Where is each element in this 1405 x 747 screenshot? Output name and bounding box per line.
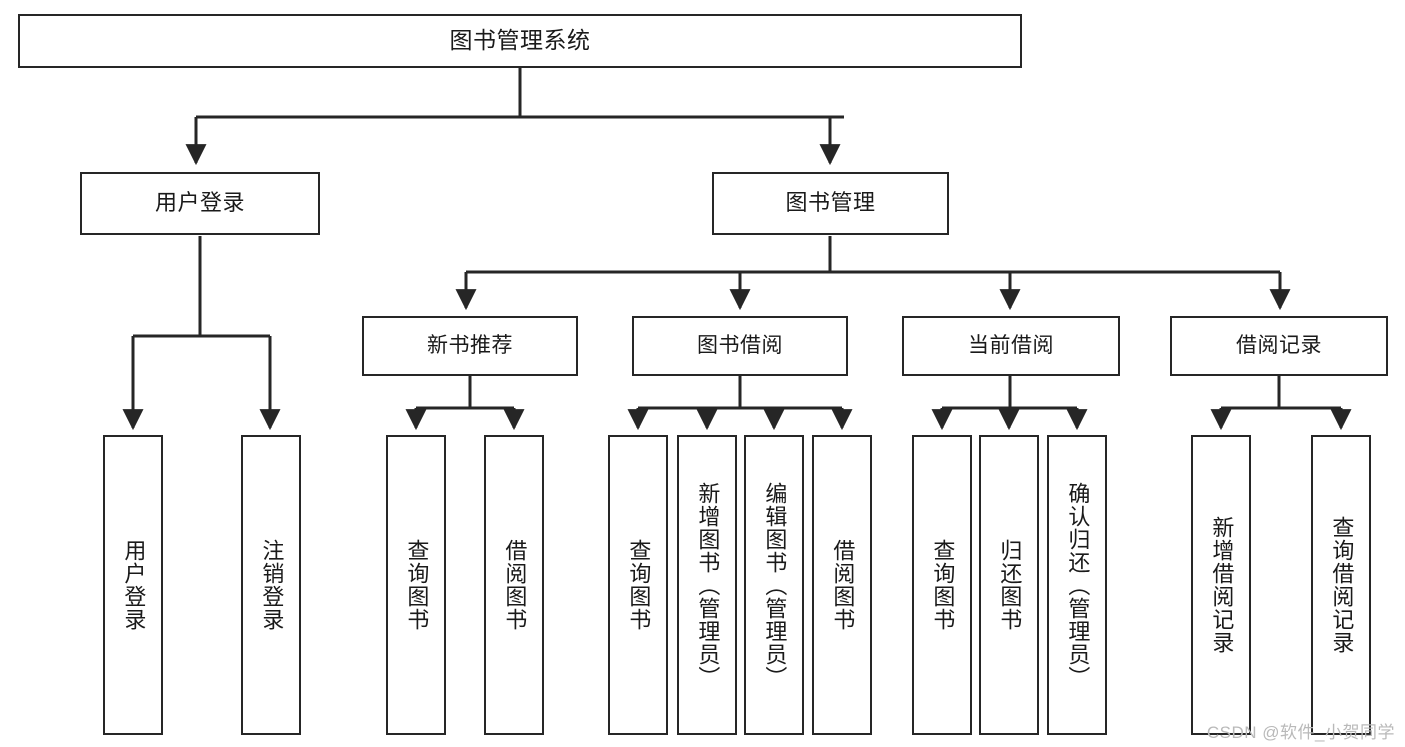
node-root[interactable]: 图书管理系统: [18, 14, 1022, 68]
node-leaf-borrow-book-1-label: 借阅图书: [502, 539, 528, 631]
node-leaf-query-book-2-label: 查询图书: [626, 539, 652, 631]
node-book-management[interactable]: 图书管理: [712, 172, 949, 235]
node-borrow-record[interactable]: 借阅记录: [1170, 316, 1388, 376]
node-user-login-label: 用户登录: [154, 190, 245, 216]
node-new-book-recommend-label: 新书推荐: [427, 334, 513, 358]
node-leaf-add-record-label: 新增借阅记录: [1209, 516, 1235, 654]
node-leaf-logout-login-label: 注销登录: [259, 539, 285, 631]
node-current-borrow-label: 当前借阅: [968, 334, 1054, 358]
node-leaf-query-book-3[interactable]: 查询图书: [912, 435, 972, 735]
node-root-label: 图书管理系统: [449, 27, 591, 54]
node-leaf-borrow-book-2-label: 借阅图书: [830, 539, 856, 631]
node-leaf-logout-login[interactable]: 注销登录: [241, 435, 301, 735]
node-current-borrow[interactable]: 当前借阅: [902, 316, 1120, 376]
node-book-borrow[interactable]: 图书借阅: [632, 316, 848, 376]
node-leaf-edit-book[interactable]: 编辑图书（管理员）: [744, 435, 804, 735]
node-leaf-add-book[interactable]: 新增图书（管理员）: [677, 435, 737, 735]
node-leaf-borrow-book-2[interactable]: 借阅图书: [812, 435, 872, 735]
node-leaf-add-book-label: 新增图书（管理员）: [695, 481, 721, 689]
node-leaf-confirm-return[interactable]: 确认归还（管理员）: [1047, 435, 1107, 735]
csdn-watermark: CSDN @软件_小贺同学: [1206, 723, 1395, 742]
node-new-book-recommend[interactable]: 新书推荐: [362, 316, 578, 376]
node-leaf-query-book-1-label: 查询图书: [404, 539, 430, 631]
node-leaf-query-book-3-label: 查询图书: [930, 539, 956, 631]
node-leaf-return-book-label: 归还图书: [997, 539, 1023, 631]
node-leaf-query-book-1[interactable]: 查询图书: [386, 435, 446, 735]
node-leaf-query-record[interactable]: 查询借阅记录: [1311, 435, 1371, 735]
node-leaf-query-record-label: 查询借阅记录: [1329, 516, 1355, 654]
node-leaf-user-login[interactable]: 用户登录: [103, 435, 163, 735]
node-user-login[interactable]: 用户登录: [80, 172, 320, 235]
node-book-borrow-label: 图书借阅: [697, 334, 783, 358]
node-leaf-borrow-book-1[interactable]: 借阅图书: [484, 435, 544, 735]
node-book-management-label: 图书管理: [785, 190, 876, 216]
node-leaf-query-book-2[interactable]: 查询图书: [608, 435, 668, 735]
node-borrow-record-label: 借阅记录: [1236, 334, 1322, 358]
node-leaf-edit-book-label: 编辑图书（管理员）: [762, 481, 788, 689]
node-leaf-user-login-label: 用户登录: [121, 539, 147, 631]
node-leaf-confirm-return-label: 确认归还（管理员）: [1065, 481, 1091, 689]
node-leaf-add-record[interactable]: 新增借阅记录: [1191, 435, 1251, 735]
node-leaf-return-book[interactable]: 归还图书: [979, 435, 1039, 735]
